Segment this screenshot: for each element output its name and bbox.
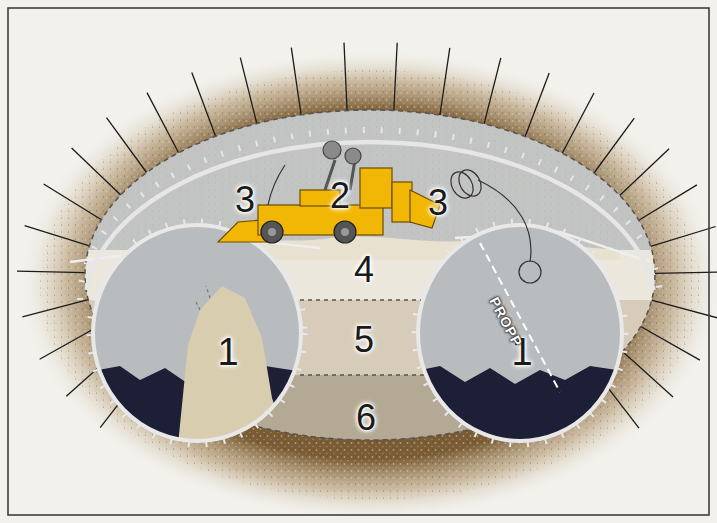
callout-number: 4 (354, 252, 374, 288)
rock-bolt (652, 300, 717, 318)
crown-spiles (80, 130, 660, 300)
rock-bolt (594, 118, 634, 173)
rock-bolt (394, 43, 397, 111)
rock-bolt (240, 58, 256, 124)
rock-bolt (641, 327, 700, 361)
rock-bolt (440, 48, 450, 115)
rock-bolt (291, 48, 301, 115)
right-pilot-tunnel (410, 221, 630, 450)
stage-line (300, 299, 430, 300)
frame (8, 8, 709, 515)
callout-number: 5 (354, 322, 374, 358)
rock-bolt (525, 73, 549, 137)
part-label: PROPP (487, 295, 525, 349)
rock-bolt (44, 184, 102, 220)
rock-bolt (639, 185, 697, 220)
rock-bolt (484, 58, 501, 124)
ground-halo (20, 50, 717, 520)
rock-bolt (344, 43, 347, 111)
excavator (218, 141, 440, 243)
callout-number: 1 (217, 333, 238, 371)
rock-bolt (72, 148, 121, 195)
callout-number: 3 (428, 185, 448, 221)
rock-bolt (22, 300, 88, 317)
left-pilot-tunnel (88, 221, 310, 450)
rock-bolt (147, 93, 179, 153)
rock-bolt (562, 93, 594, 153)
crown-lining (87, 142, 654, 290)
rock-bolt (107, 118, 147, 173)
rock-bolt (620, 149, 669, 196)
rock-bolt (655, 272, 717, 273)
hoses (268, 165, 541, 283)
ground-texture (40, 70, 700, 500)
rock-bolt (25, 226, 90, 246)
rock-bolt (17, 271, 85, 273)
callout-number: 6 (356, 400, 376, 436)
rock-bolt (623, 351, 673, 397)
callout-number: 2 (330, 178, 350, 214)
rock-bolt (192, 73, 216, 137)
stage-line (300, 374, 430, 375)
callout-number: 3 (235, 182, 255, 218)
excavation-stages (80, 100, 660, 455)
rock-bolt (651, 227, 716, 247)
